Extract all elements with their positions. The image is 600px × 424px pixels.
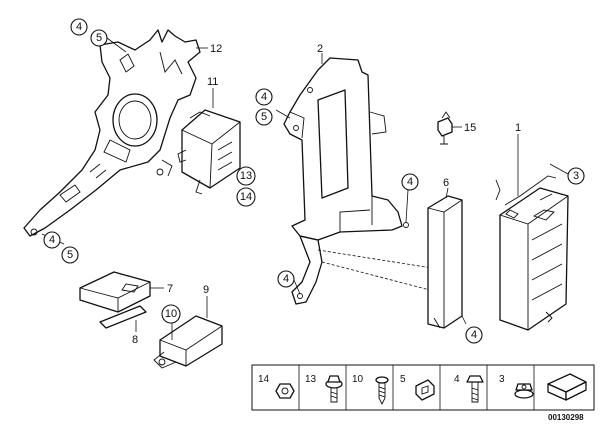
svg-text:10: 10 — [165, 308, 177, 320]
leader-lines — [41, 37, 569, 340]
svg-text:5: 5 — [261, 111, 267, 123]
hardware-item-10: 10 — [352, 374, 389, 406]
svg-text:4: 4 — [454, 374, 460, 385]
label-1: 1 — [515, 122, 521, 134]
sensor-15 — [437, 111, 462, 145]
module-1 — [495, 175, 569, 331]
callout-3: 3 — [567, 167, 585, 185]
label-9: 9 — [203, 284, 209, 296]
spring-nut-icon — [415, 379, 435, 401]
module-9 — [153, 315, 223, 369]
callout-4-mid: 4 — [255, 88, 273, 106]
bracket-2 — [283, 57, 433, 305]
svg-text:3: 3 — [573, 170, 579, 182]
label-7: 7 — [167, 283, 173, 295]
svg-text:4: 4 — [261, 91, 267, 103]
label-8: 8 — [132, 334, 138, 346]
callout-4-top-left: 4 — [70, 18, 88, 36]
callout-13: 13 — [236, 166, 256, 186]
screw-icon — [375, 376, 389, 384]
callout-10: 10 — [161, 304, 181, 324]
label-12: 12 — [210, 43, 222, 55]
svg-text:13: 13 — [305, 374, 317, 385]
svg-text:5: 5 — [96, 32, 102, 44]
callout-4-bottom-left: 4 — [43, 231, 61, 249]
flange-nut-icon — [514, 389, 534, 399]
document-id: 00130298 — [548, 413, 584, 422]
svg-text:3: 3 — [499, 374, 505, 385]
svg-text:4: 4 — [471, 329, 477, 341]
module-11 — [177, 109, 241, 195]
callout-5-bottom-left: 5 — [61, 246, 79, 264]
label-11: 11 — [207, 76, 218, 88]
callout-14: 14 — [236, 187, 256, 207]
label-2: 2 — [317, 43, 323, 55]
module-7 — [79, 271, 151, 313]
hardware-item-5: 5 — [400, 374, 435, 401]
label-6: 6 — [443, 177, 449, 189]
module-6 — [427, 195, 463, 329]
svg-text:4: 4 — [76, 21, 82, 33]
bracket-12 — [23, 29, 201, 237]
callout-4-lower-right: 4 — [465, 326, 483, 344]
hardware-item-14: 14 — [258, 374, 295, 399]
svg-text:14: 14 — [240, 191, 252, 203]
svg-text:5: 5 — [400, 374, 406, 385]
callout-5-mid: 5 — [255, 108, 273, 126]
callout-4-lower-center: 4 — [277, 270, 295, 288]
hex-bolt-icon — [466, 375, 484, 383]
svg-text:5: 5 — [67, 249, 73, 261]
svg-text:14: 14 — [258, 374, 270, 385]
svg-text:4: 4 — [407, 176, 413, 188]
hardware-item-13: 13 — [305, 374, 343, 403]
callout-5-top-left: 5 — [90, 29, 108, 47]
callout-4-center: 4 — [401, 173, 419, 191]
label-15: 15 — [464, 122, 476, 134]
hex-nut-icon — [275, 383, 295, 399]
hardware-item-4: 4 — [454, 374, 484, 403]
hardware-strip: 14 13 10 5 4 — [251, 364, 595, 411]
svg-text:13: 13 — [240, 170, 252, 182]
hardware-item-3: 3 — [499, 374, 534, 399]
svg-text:4: 4 — [49, 234, 55, 246]
svg-text:10: 10 — [352, 374, 364, 385]
svg-text:4: 4 — [283, 273, 289, 285]
cable-tie-mount-icon — [547, 373, 587, 401]
pad-8 — [99, 305, 147, 329]
